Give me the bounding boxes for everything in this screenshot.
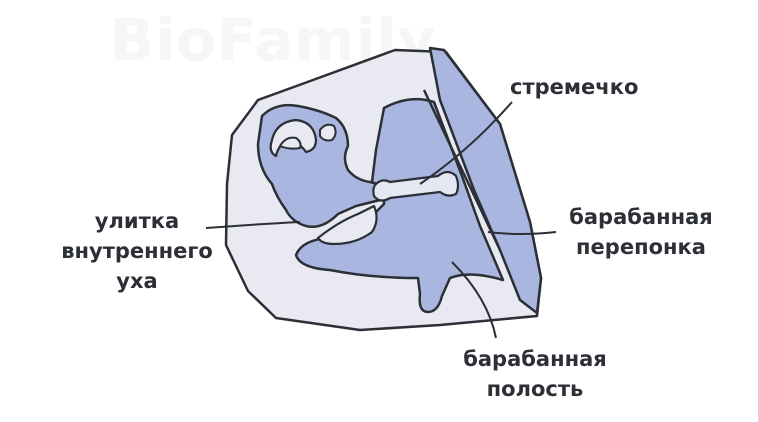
eardrum-pointer [487,231,557,235]
label-cochlea-line-2: внутреннего [61,239,213,263]
eardrum-membrane [422,89,502,251]
cochlea-hole [278,136,302,150]
tympanic-cavity [294,97,505,314]
cochlea-small-loop [319,123,337,142]
cochlea-pointer [205,221,301,229]
ear-canal [428,46,543,315]
label-stapes-text: стремечко [510,75,639,99]
cavity-pointer [451,261,497,339]
label-cochlea-line-3: уха [116,269,158,293]
label-cochlea-line-1: улитка [94,209,180,233]
label-tympanic-cavity: барабанная полость [450,344,620,404]
stapes-pointer [419,101,513,185]
label-stapes: стремечко [510,72,638,102]
label-cochlea: улитка внутреннего уха [52,206,222,296]
label-eardrum-line-1: барабанная [569,205,713,229]
label-cavity-line-2: полость [486,377,584,401]
label-eardrum-line-2: перепонка [576,235,706,259]
stapes-bone [372,170,460,202]
bone-bulge [316,204,378,246]
label-eardrum: барабанная перепонка [556,202,726,262]
label-cavity-line-1: барабанная [463,347,607,371]
